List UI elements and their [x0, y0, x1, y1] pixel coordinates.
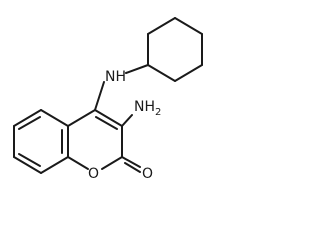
- pyranone-ring: [67, 109, 123, 170]
- nh2-subscript: 2: [155, 107, 161, 118]
- bond-nh-cyclohexyl: [125, 64, 149, 74]
- bond-c2-o1: [101, 156, 123, 170]
- bond-c5-c6: [13, 109, 42, 127]
- bond-c4-c3: [94, 109, 123, 127]
- chemical-structure-diagram: NH NH2 O O: [13, 17, 203, 182]
- bond-c4a-c5: [40, 109, 69, 127]
- carbonyl-oxygen-label: O: [142, 166, 153, 182]
- nh-label: NH: [105, 69, 126, 85]
- bond-cy3: [174, 17, 203, 35]
- bond-c7-c8: [13, 156, 42, 174]
- bond-cy6: [147, 64, 176, 82]
- bond-c3-nh2: [121, 114, 133, 127]
- bond-c2-carbonyl: [121, 156, 141, 168]
- nh2-label-main: NH: [134, 99, 155, 115]
- bond-o1-c8a: [67, 156, 89, 170]
- ring-oxygen-label: O: [88, 166, 99, 182]
- bond-c2-carbonyl-double: [124, 162, 141, 173]
- benzene-ring: [13, 109, 69, 174]
- bond-c5-c6-double: [18, 116, 41, 130]
- bond-c4-nh: [94, 81, 105, 111]
- bond-cy5: [174, 64, 203, 82]
- bond-cy2: [147, 17, 176, 35]
- bond-c4-c3-double: [95, 116, 118, 130]
- cyclohexane-ring: [147, 17, 203, 82]
- bond-c4a-c4: [67, 109, 96, 127]
- bond-c7-c8-double: [18, 153, 41, 167]
- bond-c8-c8a: [40, 156, 69, 174]
- nh2-label: NH2: [134, 99, 161, 118]
